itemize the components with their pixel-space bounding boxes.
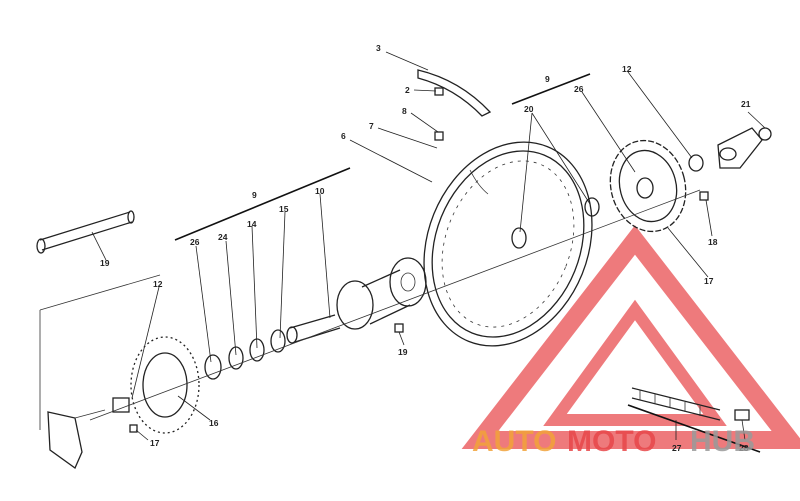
callout-12b: 12 [153,279,163,289]
callout-5: 6 [341,131,346,141]
callout-17: 18 [708,237,718,247]
watermark-text: AUTO MOTO HUB [472,425,755,458]
callout-24: 24 [218,232,228,242]
callout-28: 28 [739,443,749,453]
callout-21: 21 [741,99,751,109]
svg-text:MOTO: MOTO [567,425,656,458]
callout-16: 17 [704,276,714,286]
bearings-and-spacers [204,197,600,380]
callout-labels: 3 2 8 7 6 9 9 10 15 14 24 26 20 26 12 21… [100,43,751,453]
callout-26b: 26 [574,84,584,94]
callout-8a: 9 [545,74,550,84]
small-fasteners [129,87,709,433]
callout-10: 14 [247,219,257,229]
leader-lines [91,51,766,441]
callout-2: 2 [405,85,410,95]
brake-disc [112,336,200,434]
callout-7: 8 [402,106,407,116]
callout-3: 3 [376,43,381,53]
callout-14: 16 [209,418,219,428]
svg-text:HUB: HUB [690,425,755,458]
callout-15: 17 [150,438,160,448]
group-brackets [174,73,761,453]
svg-text:AUTO: AUTO [472,425,556,458]
rear-axle [36,210,135,254]
caliper-bracket [47,409,106,469]
assembly-axis [39,189,701,430]
callout-26a: 26 [190,237,200,247]
callout-27: 27 [672,443,682,453]
rim-tape [417,69,492,117]
callout-6: 7 [369,121,374,131]
callout-8b: 9 [252,190,257,200]
callout-12a: 12 [622,64,632,74]
callout-20: 20 [524,104,534,114]
callout-18: 19 [398,347,408,357]
callout-11: 15 [279,204,289,214]
callout-19: 19 [100,258,110,268]
watermark-logo [461,225,800,449]
callout-9: 10 [315,186,325,196]
chain-adjuster [717,127,772,169]
rear-sprocket [609,139,704,233]
wheel-hub [336,257,427,330]
wheel-rim [423,141,593,347]
